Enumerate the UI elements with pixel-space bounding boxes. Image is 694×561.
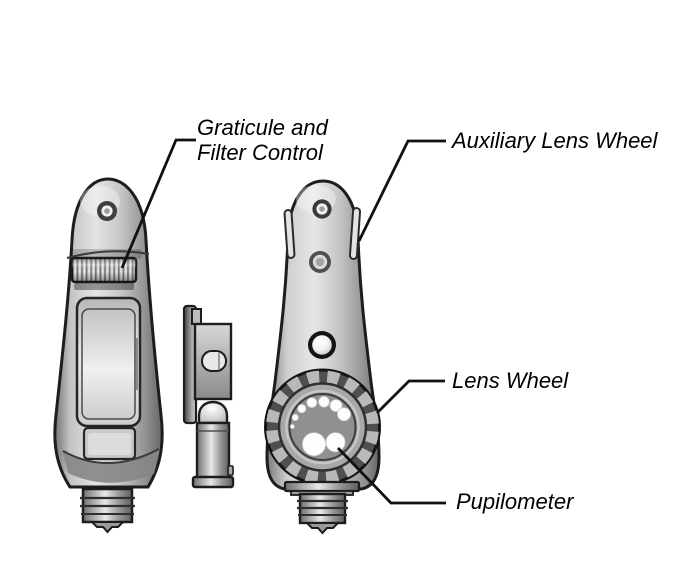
- leader-lines: [120, 138, 446, 505]
- side-view-bottom-shade: [62, 448, 160, 483]
- pupilometer-leader-line: [336, 447, 446, 505]
- bulb-flange: [191, 475, 235, 489]
- front-view-screw-hole: [312, 199, 332, 219]
- graticule-filter-label-line1: Graticule and: [197, 115, 329, 140]
- graticule-leader-line: [120, 138, 196, 269]
- bulb-carrier-bracket: [182, 304, 233, 425]
- replacement-bulb: [191, 400, 235, 489]
- bulb-dome: [197, 400, 229, 425]
- side-view-threaded-base: [80, 487, 135, 534]
- auxiliary-lens-wheel-label: Auxiliary Lens Wheel: [450, 128, 659, 153]
- side-view-screw-hole: [97, 201, 117, 221]
- front-view-grommet: [309, 251, 331, 273]
- graticule-filter-label-line2: Filter Control: [197, 140, 324, 165]
- callout-labels: Graticule and Filter Control Auxiliary L…: [197, 115, 659, 514]
- viewing-aperture: [308, 331, 336, 359]
- lens-wheel-dial: [264, 368, 381, 486]
- side-view-bottom-seam: [62, 448, 160, 464]
- illumination-window-panel: [75, 296, 142, 428]
- auxiliary-leader-line: [357, 139, 446, 242]
- lower-window: [82, 426, 137, 461]
- ophthalmoscope-head-front-view: [264, 179, 381, 535]
- front-view-threaded-base: [283, 480, 361, 535]
- lens-wheel-label: Lens Wheel: [452, 368, 569, 393]
- graticule-filter-control-knob: [66, 249, 150, 290]
- bulb-locating-pin: [227, 465, 234, 476]
- pupilometer-label: Pupilometer: [456, 489, 575, 514]
- lens-wheel-leader-line: [376, 379, 445, 414]
- bulb-body: [195, 421, 231, 480]
- front-view-base-tip: [304, 522, 341, 535]
- auxiliary-lens-wheel-slot-left: [283, 209, 296, 259]
- lens-wheel-teeth: [266, 370, 379, 484]
- ophthalmoscope-head-side-view: [53, 177, 164, 534]
- auxiliary-lens-wheel-slot-right: [348, 207, 362, 260]
- pupilometer-aperture-dots: [289, 395, 351, 457]
- bracket-slot: [201, 350, 227, 372]
- side-view-base-tip: [89, 521, 126, 534]
